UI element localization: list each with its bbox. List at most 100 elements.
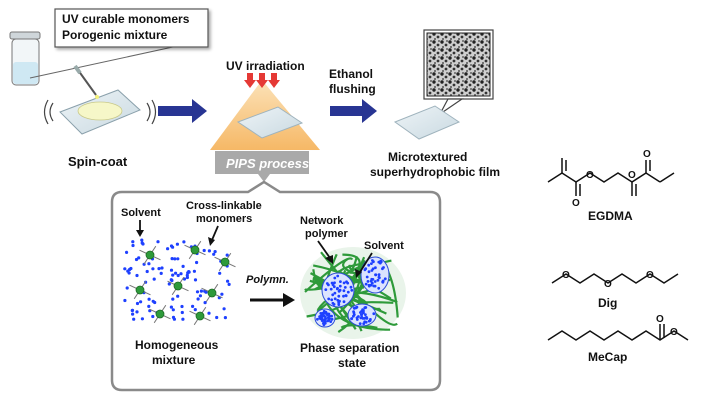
solvent-dot	[167, 282, 171, 286]
solvent-dot	[169, 268, 174, 272]
solvent-dot	[125, 250, 129, 254]
substrate-film	[236, 106, 304, 139]
solvent-dot	[172, 317, 176, 321]
solvent-dot	[131, 240, 135, 244]
dig-structure	[551, 273, 679, 284]
solvent-dot	[207, 311, 211, 315]
solvent-dot	[226, 279, 230, 283]
solvent-dot	[176, 294, 180, 298]
solvent-dot	[131, 243, 135, 248]
solvent-dot	[135, 301, 140, 306]
solvent-dot	[223, 316, 227, 320]
solvent-dot	[147, 297, 151, 301]
solvent-dot	[227, 282, 231, 286]
solvent-dot	[175, 242, 179, 246]
solvent-dot	[151, 299, 155, 303]
homogeneous-label-2: mixture	[152, 353, 196, 367]
monomer-node	[135, 285, 145, 295]
solvent-label: Solvent	[121, 207, 161, 219]
monomer-node	[195, 311, 205, 321]
egdma-o2: O	[572, 198, 580, 209]
solvent-dot	[222, 307, 226, 311]
solvent-dot	[171, 273, 175, 277]
solvent-dot	[176, 273, 180, 278]
solvent-dot	[131, 312, 135, 316]
egdma-o3: O	[628, 170, 636, 181]
egdma-label: EGDMA	[588, 209, 633, 223]
solvent-dot	[169, 305, 173, 309]
solvent-dot	[151, 314, 155, 319]
dig-o1: O	[562, 270, 570, 281]
monomer-node	[220, 257, 230, 267]
solvent-dot	[202, 248, 206, 253]
solvent-dot	[198, 294, 202, 298]
callout-line-1: UV curable monomers	[62, 12, 190, 26]
crosslinkable-label-2: monomers	[196, 213, 252, 225]
network-polymer-label-1: Network	[300, 215, 344, 227]
solvent-dot	[220, 292, 224, 296]
phase-separation-label-2: state	[338, 356, 366, 370]
vial-icon	[9, 31, 41, 86]
solvent-dot	[171, 308, 175, 312]
ethanol-label: Ethanol	[329, 67, 373, 81]
homogeneous-mixture-illustration	[123, 238, 236, 326]
solvent-dot	[166, 247, 170, 251]
solvent-dot	[132, 317, 136, 321]
sem-image	[426, 32, 491, 97]
dig-o2: O	[604, 279, 612, 290]
dig-o3: O	[646, 270, 654, 281]
solvent-dot	[185, 275, 189, 280]
egdma-structure	[547, 158, 675, 196]
dig-label: Dig	[598, 296, 617, 310]
monomer-node	[207, 288, 217, 298]
pips-process-label: PIPS process	[226, 156, 309, 171]
callout-line-2: Porogenic mixture	[62, 28, 168, 42]
solvent-dot	[225, 253, 229, 257]
network-polymer-label-2: polymer	[305, 228, 349, 240]
solvent-phase-label: Solvent	[364, 240, 404, 252]
solvent-dot	[147, 262, 151, 266]
solvent-dot	[212, 252, 216, 256]
solvent-dot	[169, 244, 174, 248]
solvent-dot	[179, 272, 183, 276]
callout-box	[54, 8, 209, 48]
solvent-dot	[174, 271, 178, 275]
arrow-pips-to-film	[330, 99, 377, 123]
uv-irradiation-label: UV irradiation	[226, 59, 305, 73]
phase-separation-label-1: Phase separation	[300, 341, 399, 355]
solvent-dot	[193, 308, 197, 312]
solvent-dot	[207, 249, 211, 253]
solvent-dot	[140, 241, 144, 245]
solvent-dot	[134, 257, 139, 262]
solvent-dot	[160, 266, 164, 270]
polymerization-label: Polymn.	[246, 274, 289, 286]
mecap-o1: O	[656, 314, 664, 325]
monomer-node	[190, 245, 200, 255]
monomer-node	[155, 309, 165, 319]
sem-pointer	[439, 98, 464, 115]
solvent-dot	[145, 269, 149, 274]
solvent-dot	[151, 267, 155, 271]
solvent-dot	[192, 269, 196, 273]
crosslinkable-label-1: Cross-linkable	[186, 200, 262, 212]
solvent-dot	[135, 310, 139, 314]
mecap-label: MeCap	[588, 350, 627, 364]
egdma-o1: O	[586, 170, 594, 181]
solvent-dot	[176, 257, 180, 261]
solvent-dot	[147, 304, 151, 308]
mecap-o2: O	[670, 327, 678, 338]
solvent-dot	[195, 290, 200, 294]
solvent-dot	[180, 310, 184, 315]
solvent-dot	[203, 301, 207, 305]
flushing-label: flushing	[329, 82, 376, 96]
solvent-dot	[123, 298, 127, 303]
monomer-pointer	[211, 225, 219, 241]
solvent-dot	[193, 278, 198, 282]
solvent-dot	[180, 304, 184, 309]
solvent-dot	[191, 304, 195, 308]
solvent-dot	[199, 289, 203, 293]
solvent-dot	[140, 238, 144, 242]
egdma-o4: O	[643, 149, 651, 160]
